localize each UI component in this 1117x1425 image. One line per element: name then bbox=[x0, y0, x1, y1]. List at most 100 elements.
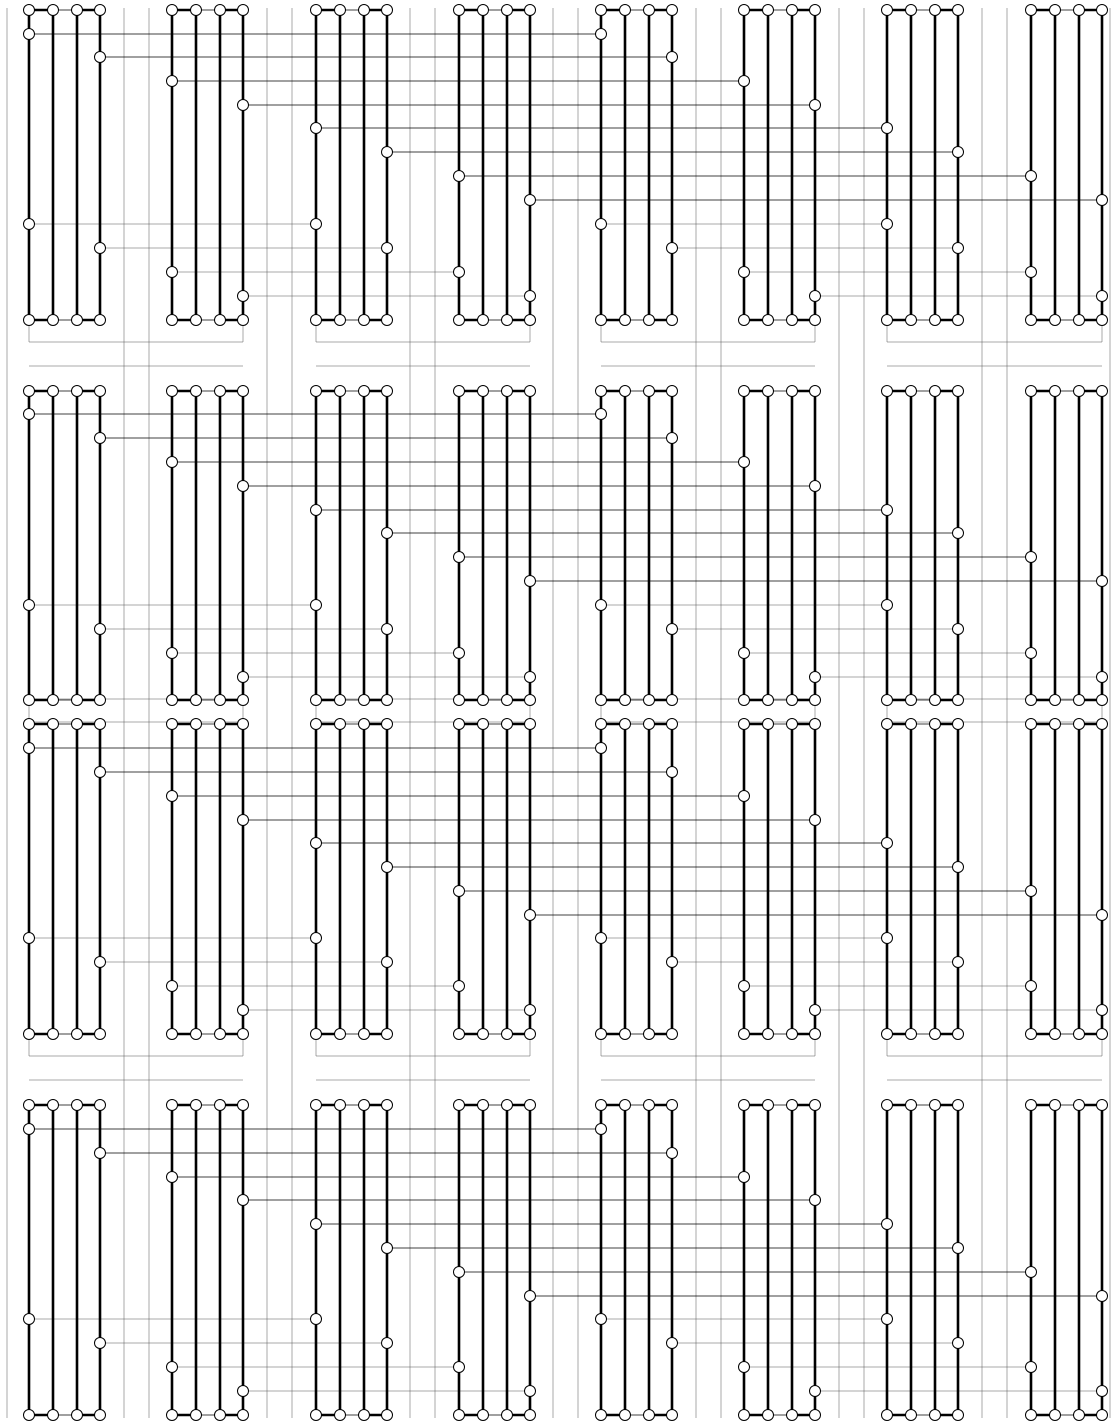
node-circle bbox=[1026, 267, 1037, 278]
node-circle bbox=[667, 767, 678, 778]
node-circle bbox=[787, 1029, 798, 1040]
node-circle bbox=[882, 505, 893, 516]
node-circle bbox=[596, 1100, 607, 1111]
node-circle bbox=[596, 409, 607, 420]
node-circle bbox=[739, 648, 750, 659]
node-circle bbox=[739, 1029, 750, 1040]
node-circle bbox=[48, 5, 59, 16]
node-circle bbox=[167, 1100, 178, 1111]
node-circle bbox=[906, 1029, 917, 1040]
node-circle bbox=[953, 862, 964, 873]
node-circle bbox=[644, 1029, 655, 1040]
node-circle bbox=[72, 1029, 83, 1040]
node-circle bbox=[644, 1410, 655, 1421]
node-circle bbox=[24, 409, 35, 420]
node-circle bbox=[359, 1029, 370, 1040]
node-circle bbox=[906, 695, 917, 706]
node-circle bbox=[525, 291, 536, 302]
node-circle bbox=[1050, 719, 1061, 730]
node-circle bbox=[311, 1029, 322, 1040]
node-circle bbox=[382, 528, 393, 539]
node-circle bbox=[95, 315, 106, 326]
node-circle bbox=[810, 1005, 821, 1016]
node-circle bbox=[335, 719, 346, 730]
node-circle bbox=[1026, 1029, 1037, 1040]
node-circle bbox=[620, 1100, 631, 1111]
node-circle bbox=[620, 315, 631, 326]
node-circle bbox=[1026, 386, 1037, 397]
node-circle bbox=[1097, 386, 1108, 397]
node-circle bbox=[620, 695, 631, 706]
cross-links-layer bbox=[29, 34, 1102, 1391]
node-circle bbox=[667, 957, 678, 968]
node-circle bbox=[238, 1386, 249, 1397]
node-circle bbox=[311, 695, 322, 706]
node-circle bbox=[335, 386, 346, 397]
node-circle bbox=[335, 1100, 346, 1111]
node-circle bbox=[810, 672, 821, 683]
node-circle bbox=[882, 1100, 893, 1111]
node-circle bbox=[739, 1172, 750, 1183]
node-circle bbox=[525, 576, 536, 587]
node-circle bbox=[1050, 695, 1061, 706]
node-circle bbox=[238, 672, 249, 683]
node-circle bbox=[167, 386, 178, 397]
node-circle bbox=[525, 719, 536, 730]
node-circle bbox=[739, 76, 750, 87]
node-circle bbox=[810, 100, 821, 111]
node-circle bbox=[215, 1100, 226, 1111]
node-circle bbox=[478, 695, 489, 706]
node-circle bbox=[454, 386, 465, 397]
node-circle bbox=[1097, 1410, 1108, 1421]
node-circle bbox=[24, 933, 35, 944]
node-circle bbox=[882, 386, 893, 397]
node-circle bbox=[810, 315, 821, 326]
node-circle bbox=[167, 981, 178, 992]
node-circle bbox=[525, 315, 536, 326]
node-circle bbox=[311, 719, 322, 730]
node-circle bbox=[359, 695, 370, 706]
node-circle bbox=[882, 123, 893, 134]
node-circle bbox=[72, 719, 83, 730]
node-circle bbox=[1026, 1267, 1037, 1278]
node-circle bbox=[167, 791, 178, 802]
node-circle bbox=[48, 386, 59, 397]
node-circle bbox=[810, 815, 821, 826]
node-circle bbox=[215, 719, 226, 730]
node-circle bbox=[454, 1029, 465, 1040]
node-circle bbox=[502, 1100, 513, 1111]
node-circle bbox=[95, 695, 106, 706]
node-circle bbox=[478, 719, 489, 730]
node-circle bbox=[359, 386, 370, 397]
node-circle bbox=[667, 695, 678, 706]
node-circle bbox=[502, 1410, 513, 1421]
node-circle bbox=[311, 600, 322, 611]
node-circle bbox=[810, 481, 821, 492]
node-circle bbox=[930, 386, 941, 397]
node-circle bbox=[454, 1267, 465, 1278]
node-circle bbox=[620, 1029, 631, 1040]
node-circle bbox=[502, 719, 513, 730]
node-circle bbox=[1097, 910, 1108, 921]
node-circle bbox=[454, 695, 465, 706]
node-circle bbox=[1026, 719, 1037, 730]
node-circle bbox=[238, 1005, 249, 1016]
node-circle bbox=[1074, 1029, 1085, 1040]
node-circle bbox=[1097, 719, 1108, 730]
node-circle bbox=[72, 315, 83, 326]
node-circle bbox=[1074, 695, 1085, 706]
node-circle bbox=[1026, 1362, 1037, 1373]
node-circle bbox=[478, 5, 489, 16]
node-circle bbox=[24, 1314, 35, 1325]
node-circle bbox=[48, 695, 59, 706]
node-circle bbox=[953, 1410, 964, 1421]
node-circle bbox=[953, 243, 964, 254]
node-circle bbox=[739, 315, 750, 326]
node-circle bbox=[906, 719, 917, 730]
node-circle bbox=[24, 315, 35, 326]
node-circle bbox=[72, 1100, 83, 1111]
node-circle bbox=[454, 1410, 465, 1421]
node-circle bbox=[953, 1243, 964, 1254]
node-circle bbox=[311, 1219, 322, 1230]
node-circle bbox=[48, 315, 59, 326]
